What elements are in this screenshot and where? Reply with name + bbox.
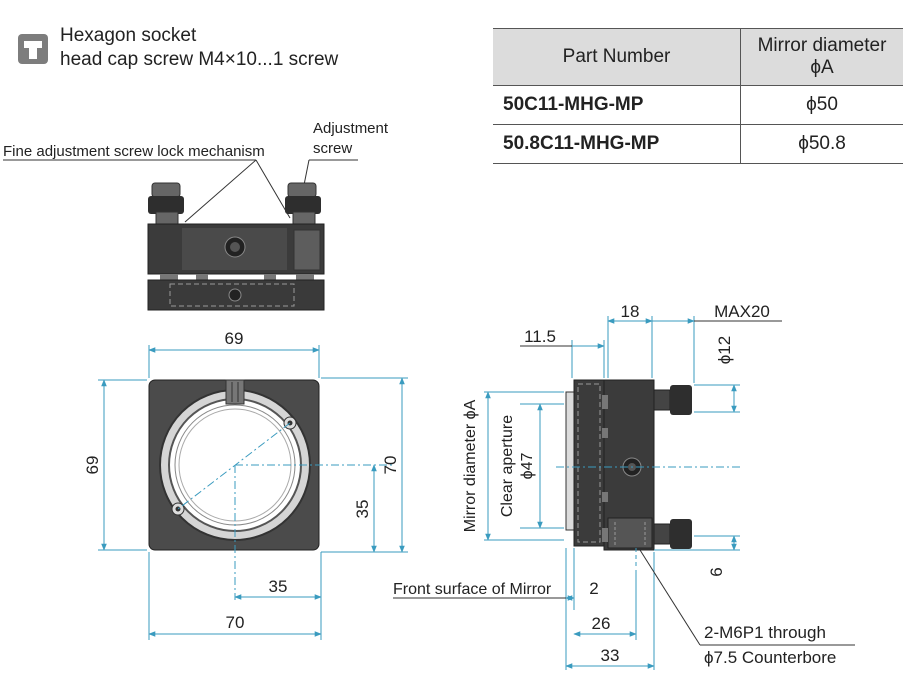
dim-front-center-h: 35 bbox=[269, 577, 288, 596]
dim-front-width: 69 bbox=[225, 329, 244, 348]
header-mirror-line-2: ϕA bbox=[810, 57, 834, 78]
header-mirror-line-1: Mirror diameter bbox=[757, 35, 887, 56]
table-row: 50C11-MHG-MP ϕ50 bbox=[493, 85, 903, 125]
label-tap-line-1: 2-M6P1 through bbox=[704, 623, 826, 642]
dim-front-center-v: 35 bbox=[353, 500, 372, 519]
dim-side-6: 6 bbox=[707, 567, 726, 576]
dim-front-height-right: 70 bbox=[381, 456, 400, 475]
header-mirror-diameter: Mirror diameter ϕA bbox=[740, 28, 903, 86]
label-adjustment-screw-2: screw bbox=[313, 140, 352, 157]
part-number-cell: 50.8C11-MHG-MP bbox=[493, 124, 741, 164]
mirror-diameter-cell: ϕ50.8 bbox=[740, 124, 903, 164]
side-view bbox=[556, 379, 740, 568]
dim-side-phi12: ϕ12 bbox=[715, 336, 734, 364]
legend-line-2: head cap screw M4×10...1 screw bbox=[60, 49, 339, 70]
mirror-diameter-cell: ϕ50 bbox=[740, 85, 903, 125]
legend-line-1: Hexagon socket bbox=[60, 25, 197, 46]
dim-side-18: 18 bbox=[621, 302, 640, 321]
dim-base-width: 70 bbox=[226, 613, 245, 632]
dim-side-26: 26 bbox=[592, 614, 611, 633]
table-row: 50.8C11-MHG-MP ϕ50.8 bbox=[493, 124, 903, 164]
label-adjustment-screw-1: Adjustment bbox=[313, 120, 389, 137]
header-part-number: Part Number bbox=[493, 28, 741, 86]
label-clear-aperture-1: Clear aperture bbox=[499, 415, 516, 517]
label-fine-adjustment: Fine adjustment screw lock mechanism bbox=[3, 143, 265, 160]
part-number-table: Part Number Mirror diameter ϕA 50C11-MHG… bbox=[493, 28, 903, 164]
dim-side-max20: MAX20 bbox=[714, 302, 770, 321]
dim-side-2: 2 bbox=[589, 579, 598, 598]
front-view bbox=[148, 379, 395, 600]
label-clear-aperture-2: ϕ47 bbox=[519, 453, 536, 480]
dim-front-height-left: 69 bbox=[83, 456, 102, 475]
hex-socket-screw-icon bbox=[18, 34, 48, 64]
top-view bbox=[3, 159, 358, 311]
label-mirror-diameter: Mirror diameter ϕA bbox=[462, 399, 479, 532]
dim-side-33: 33 bbox=[601, 646, 620, 665]
part-number-cell: 50C11-MHG-MP bbox=[493, 85, 741, 125]
dim-side-11-5: 11.5 bbox=[524, 327, 556, 346]
label-front-surface: Front surface of Mirror bbox=[393, 581, 552, 598]
label-tap-line-2: ϕ7.5 Counterbore bbox=[704, 648, 836, 667]
